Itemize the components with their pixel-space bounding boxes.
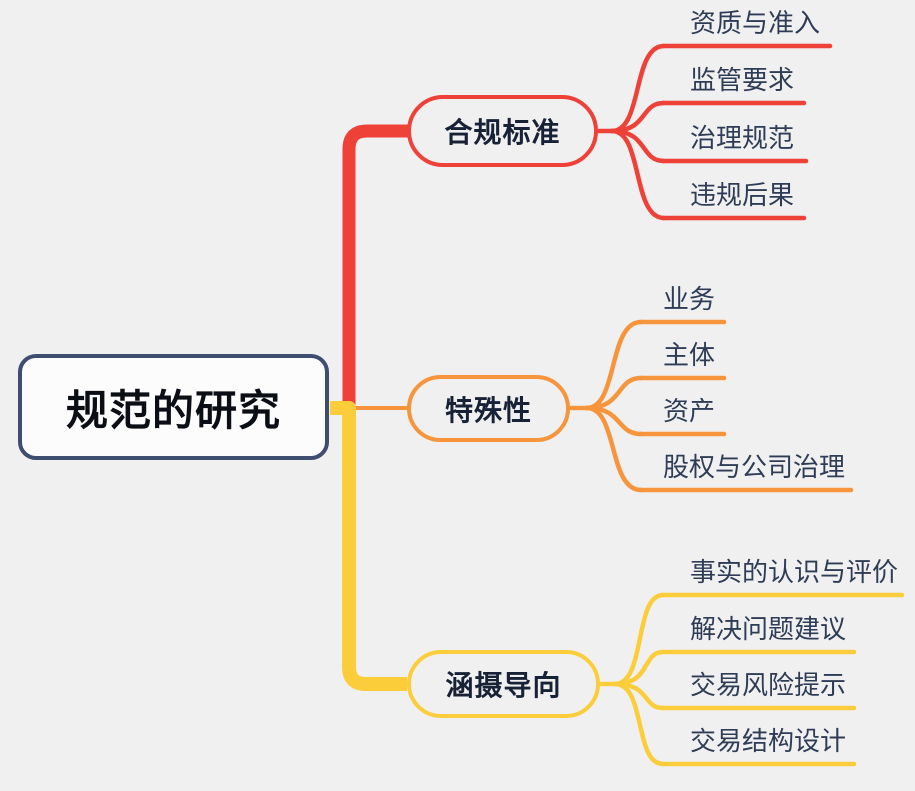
branch-topic-particularity[interactable]: 特殊性 xyxy=(407,375,570,442)
fan-curve xyxy=(609,43,667,134)
branch-subsumption-fan xyxy=(596,592,905,767)
fan-curve xyxy=(612,681,666,767)
fan-curve xyxy=(609,128,667,221)
subtopic-qualification-access[interactable]: 资质与准入 xyxy=(690,8,821,38)
branch-particularity-fan xyxy=(568,319,854,493)
subtopic-governance-norms[interactable]: 治理规范 xyxy=(690,123,795,153)
subtopic-equity-governance[interactable]: 股权与公司治理 xyxy=(663,452,846,482)
branch-compliance-fan xyxy=(595,43,833,221)
subtopic-assets[interactable]: 资产 xyxy=(663,396,716,426)
subtopic-solution-suggestions[interactable]: 解决问题建议 xyxy=(690,614,847,644)
fan-curve xyxy=(584,405,644,493)
subtopic-entity[interactable]: 主体 xyxy=(663,340,716,370)
central-topic[interactable]: 规范的研究 xyxy=(18,354,329,460)
subtopic-violation-consequences[interactable]: 违规后果 xyxy=(690,180,795,210)
subtopic-transaction-risk[interactable]: 交易风险提示 xyxy=(690,670,847,700)
fan-curve xyxy=(584,319,644,411)
subtopic-business[interactable]: 业务 xyxy=(663,284,716,314)
branch-topic-label: 合规标准 xyxy=(444,117,561,148)
branch-compliance-trunk xyxy=(342,124,410,405)
branch-topic-compliance[interactable]: 合规标准 xyxy=(407,95,598,167)
branch-topic-label: 涵摄导向 xyxy=(445,670,562,701)
branch-subsumption-trunk xyxy=(330,401,407,691)
central-topic-label: 规范的研究 xyxy=(65,386,281,434)
branch-topic-label: 特殊性 xyxy=(444,394,532,426)
subtopic-transaction-structure[interactable]: 交易结构设计 xyxy=(690,726,847,756)
branch-topic-subsumption[interactable]: 涵摄导向 xyxy=(407,650,600,718)
fan-curve xyxy=(612,592,666,687)
subtopic-regulatory-requirements[interactable]: 监管要求 xyxy=(690,65,795,95)
subtopic-fact-evaluation[interactable]: 事实的认识与评价 xyxy=(690,557,899,587)
fan-curve xyxy=(612,649,666,687)
